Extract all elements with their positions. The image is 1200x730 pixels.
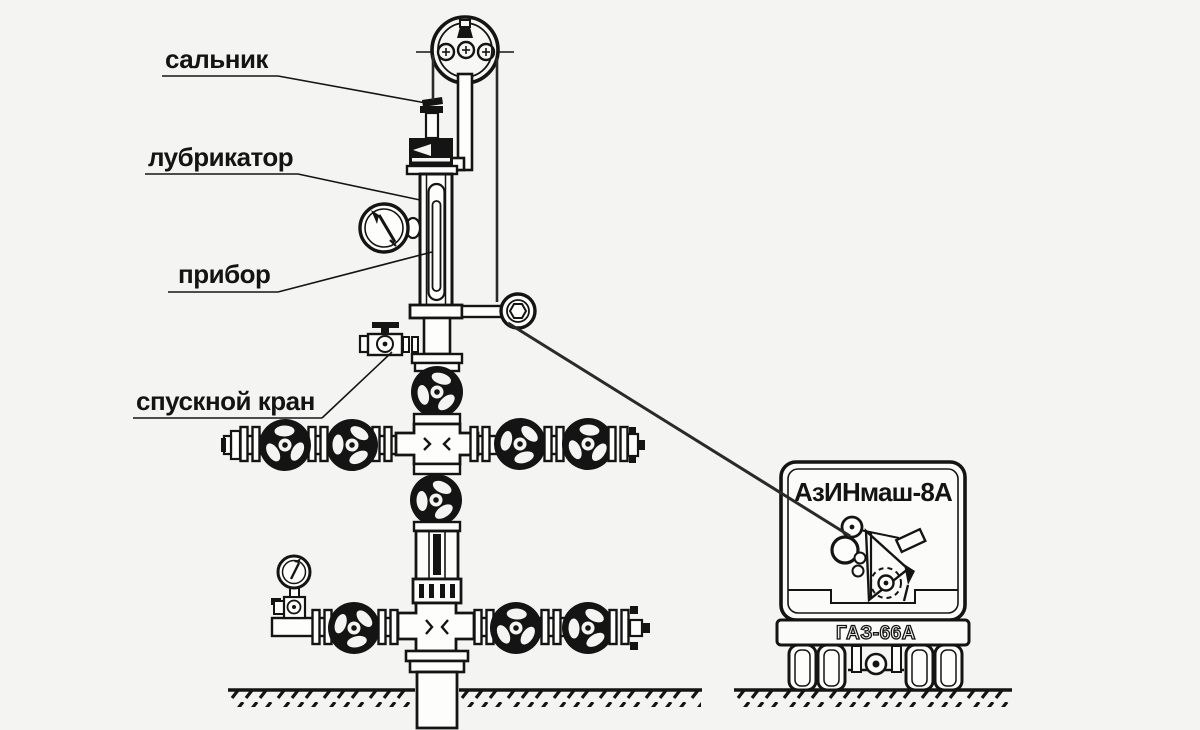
well-casing [415, 670, 459, 730]
lower-cross [396, 601, 476, 653]
winch-drum [870, 567, 902, 599]
casing-pressure-gauge-icon [271, 554, 312, 620]
flow-direction-marks [423, 437, 451, 451]
label-stuffing-box: сальник [165, 44, 269, 74]
truck-body: АзИНмаш-8А [779, 460, 967, 622]
truck-unit-label: АзИНмаш-8А [794, 477, 953, 507]
pressure-gauge-icon [358, 202, 422, 254]
wing-valve-handwheel [320, 413, 384, 477]
lower-cross-assembly [270, 554, 650, 674]
tubing-spool [411, 529, 463, 605]
lower-master-valve-handwheel [406, 470, 466, 530]
callouts: сальник лубрикатор прибор спускной кран [133, 44, 433, 419]
master-valve-handwheel [411, 366, 463, 418]
right-flow-arm [469, 409, 645, 479]
wireline-cable [431, 55, 499, 302]
leader-lines [133, 75, 433, 419]
riser-pipe [358, 316, 464, 373]
winch-mechanism [830, 515, 927, 603]
lubricator-head [405, 138, 459, 176]
left-flow-arm [221, 411, 393, 479]
ground [228, 670, 1012, 730]
drain-valve [358, 322, 419, 357]
wing-valve-handwheel [251, 411, 319, 479]
lubricator-assembly [358, 97, 459, 308]
downhole-instrument [431, 200, 442, 292]
label-drain-valve: спускной кран [136, 386, 315, 416]
pulley-top-fitting [457, 19, 473, 38]
winch-truck: АзИНмаш-8А ГАЗ-66А [775, 460, 971, 692]
upper-cross [394, 422, 480, 466]
label-instrument: прибор [178, 259, 270, 289]
label-lubricator: лубрикатор [148, 142, 293, 172]
truck-chassis-label: ГАЗ-66А [836, 623, 916, 644]
christmas-tree [221, 366, 645, 533]
lubricator-barrel [418, 172, 454, 308]
casing-valve-handwheel [484, 596, 548, 660]
truck-bumper: ГАЗ-66А [775, 618, 971, 647]
pulley-bolt-icon [436, 40, 496, 62]
winch-cable [507, 321, 851, 538]
truck-axle [848, 645, 904, 676]
